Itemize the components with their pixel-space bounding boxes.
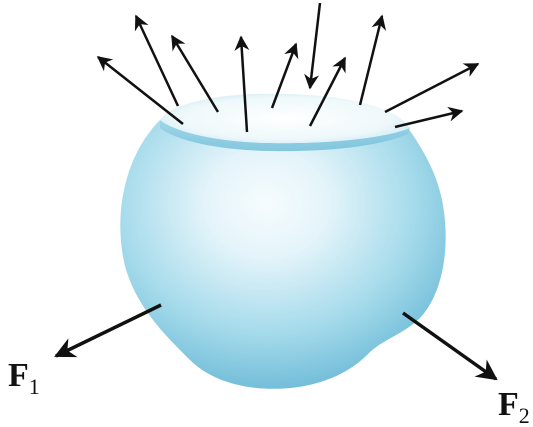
force-f2-label: F2 bbox=[498, 386, 530, 427]
surface-arrow bbox=[172, 36, 218, 112]
surface-arrow bbox=[385, 64, 478, 112]
force-f1-arrow bbox=[56, 305, 161, 356]
surface-arrow bbox=[395, 111, 462, 127]
surface-arrow bbox=[360, 16, 382, 105]
force-f2-arrow bbox=[403, 313, 496, 379]
force-f1-label: F1 bbox=[8, 357, 40, 399]
surface-arrow bbox=[310, 3, 320, 88]
